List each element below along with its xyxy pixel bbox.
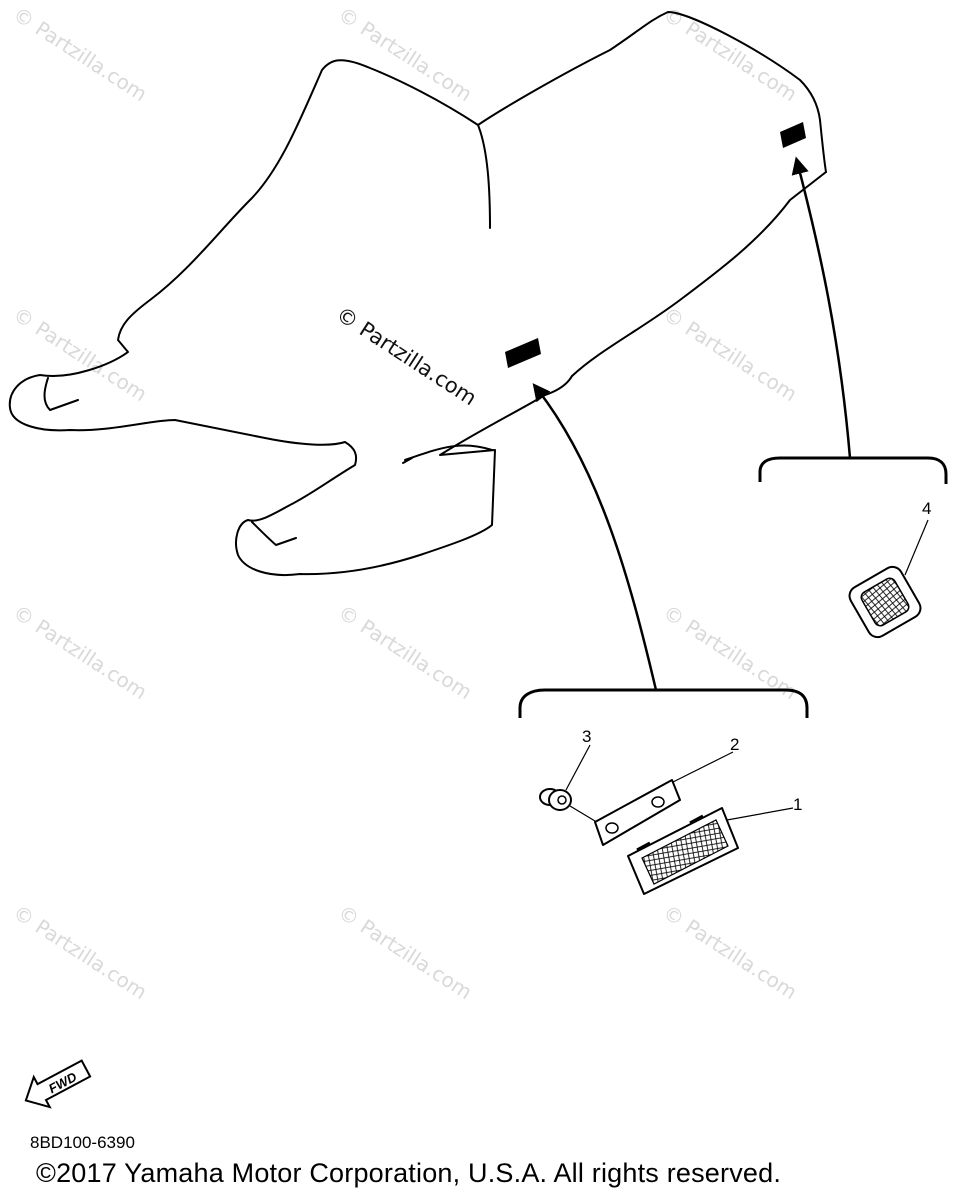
callout-3: 3 bbox=[582, 727, 591, 746]
callout-4: 4 bbox=[922, 499, 931, 518]
callout-2: 2 bbox=[730, 735, 739, 754]
leader-line bbox=[791, 156, 852, 459]
group-bracket bbox=[758, 456, 948, 484]
group-bracket bbox=[518, 688, 809, 718]
callout-leader bbox=[904, 519, 929, 576]
callout-leader bbox=[672, 751, 734, 783]
reflector-part-4 bbox=[848, 565, 922, 639]
callout-leader bbox=[726, 807, 794, 821]
copyright: ©2017 Yamaha Motor Corporation, U.S.A. A… bbox=[36, 1158, 782, 1188]
label-marker bbox=[505, 338, 541, 368]
nut-part-3 bbox=[539, 788, 572, 811]
callout-1: 1 bbox=[793, 795, 802, 814]
label-marker bbox=[780, 122, 806, 148]
plate-part-2 bbox=[594, 779, 681, 846]
snowmobile-outline bbox=[8, 11, 827, 576]
part-code: 8BD100-6390 bbox=[30, 1133, 135, 1152]
callout-leader bbox=[565, 744, 591, 791]
reflector-part-1 bbox=[627, 807, 739, 895]
fwd-arrow-icon: FWD bbox=[24, 1059, 92, 1109]
leader-line bbox=[532, 383, 658, 691]
